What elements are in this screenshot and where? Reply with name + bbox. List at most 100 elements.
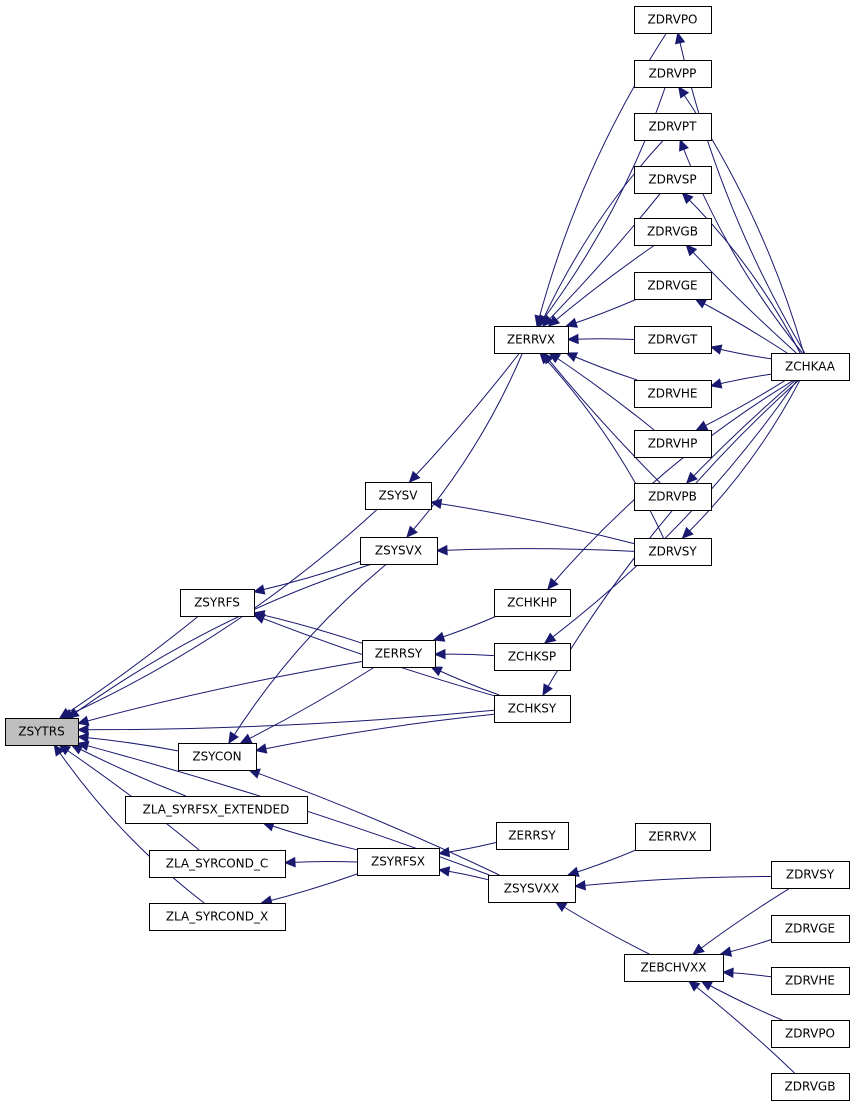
node-zla-syrcond-x[interactable]: ZLA_SYRCOND_X [149, 903, 286, 931]
arrowhead-zchkaa-to-zdrvpb [685, 471, 698, 484]
node-label: ZDRVGB [647, 225, 698, 239]
node-box [365, 482, 432, 510]
node-label: ZSYSV [379, 489, 419, 503]
node-zdrvsy2[interactable]: ZDRVSY [771, 861, 850, 889]
node-label: ZSYCON [192, 750, 241, 764]
node-box [634, 272, 712, 300]
edge-zchkaa-to-zchksp [544, 379, 798, 644]
node-zdrvpp[interactable]: ZDRVPP [634, 60, 712, 88]
arrowhead-zdrvsy-to-zerrvx [539, 352, 552, 365]
node-zsyrfs[interactable]: ZSYRFS [180, 589, 255, 617]
edge-zdrvgb-to-zerrvx [548, 244, 656, 327]
node-zsysvxx[interactable]: ZSYSVXX [488, 875, 576, 903]
arrowhead-zchkaa-to-zdrvsy [681, 526, 694, 539]
arrowhead-zchksy-to-zerrsy [430, 666, 443, 677]
edge-zchkaa-to-zchkhp [547, 379, 795, 590]
node-zerrsy[interactable]: ZERRSY [362, 640, 436, 668]
node-box [178, 743, 257, 771]
node-zebchvxx[interactable]: ZEBCHVXX [624, 954, 724, 982]
arrowhead-zchksp-to-zerrsy [433, 648, 446, 660]
edge-zsysvxx-to-zsycon [249, 769, 500, 876]
node-zdrvpb[interactable]: ZDRVPB [634, 483, 712, 511]
arrowhead-zerrvx-to-zsysvx [406, 525, 418, 538]
node-zdrvpo[interactable]: ZDRVPO [634, 6, 712, 34]
node-label: ZSYSVXX [504, 882, 559, 896]
arrowhead-zdrvge-to-zerrvx [565, 317, 579, 328]
node-label: ZCHKAA [785, 360, 836, 374]
node-zla-syrfsx-extended[interactable]: ZLA_SYRFSX_EXTENDED [125, 796, 308, 824]
node-zdrvpo2[interactable]: ZDRVPO [771, 1020, 850, 1048]
arrowhead-zdrvsy-to-zsysvx [435, 544, 448, 556]
node-label: ZCHKSY [508, 702, 557, 716]
node-label: ZDRVSY [648, 545, 697, 559]
node-zerrsy2[interactable]: ZERRSY [496, 822, 569, 850]
node-zchksp[interactable]: ZCHKSP [494, 643, 571, 671]
node-box [357, 848, 440, 876]
node-label: ZSYRFS [194, 596, 240, 610]
node-zchkaa[interactable]: ZCHKAA [771, 353, 850, 381]
node-zdrvgt[interactable]: ZDRVGT [634, 326, 712, 354]
node-zchksy[interactable]: ZCHKSY [494, 695, 571, 723]
node-label: ZDRVGE [647, 279, 697, 293]
node-zdrvhe2[interactable]: ZDRVHE [771, 967, 850, 995]
node-label: ZDRVSY [786, 868, 835, 882]
arrowhead-zdrvhe-to-zerrvx [565, 352, 579, 363]
node-label: ZDRVHE [785, 974, 835, 988]
node-box [771, 1020, 850, 1048]
arrowhead-zdrvsy2-to-zsysvxx [573, 880, 586, 891]
node-zdrvhe[interactable]: ZDRVHE [634, 380, 712, 408]
node-zdrvsp[interactable]: ZDRVSP [634, 166, 712, 194]
node-zdrvgb[interactable]: ZDRVGB [634, 218, 712, 246]
edge-zla_syrcond_c-to-zsytrs [59, 744, 200, 851]
arrowhead-zerrsy2-to-zsyrfsx [437, 846, 451, 858]
node-box [494, 643, 571, 671]
node-box [771, 1073, 850, 1101]
edge-zchkaa-to-zdrvgb [685, 244, 797, 354]
arrowhead-zdrvgt-to-zerrvx [566, 333, 579, 345]
edge-zchkaa-to-zdrvpb [686, 379, 797, 484]
node-box [634, 538, 712, 566]
node-zdrvge2[interactable]: ZDRVGE [771, 915, 850, 943]
arrowhead-zsysvxx-to-zsytrs [76, 740, 90, 751]
edge-zsyrfs-to-zsytrs [59, 615, 199, 719]
node-box [634, 166, 712, 194]
edge-zsyrfsx-to-zla_syrcond_x [261, 873, 358, 904]
node-label: ZDRVGT [648, 333, 698, 347]
edge-zsysvx-to-zsytrs [67, 563, 373, 719]
edge-zdrvsy-to-zsysvx [436, 548, 635, 552]
edge-zsysv-to-zsytrs [61, 508, 378, 719]
node-zdrvgb2[interactable]: ZDRVGB [771, 1073, 850, 1101]
arrowhead-zdrvpo2-to-zebchvxx [700, 980, 714, 991]
node-zerrvx[interactable]: ZERRVX [494, 326, 569, 354]
edges-layer [53, 31, 806, 1074]
arrowhead-zsysvx-to-zsycon [228, 731, 239, 745]
edge-zchksy-to-zsycon [255, 713, 495, 752]
node-box [5, 718, 79, 746]
node-zsycon[interactable]: ZSYCON [178, 743, 257, 771]
arrowhead-zchkaa-to-zdrvhe [709, 378, 723, 389]
node-zdrvsy[interactable]: ZDRVSY [634, 538, 712, 566]
node-zdrvhp[interactable]: ZDRVHP [634, 430, 712, 458]
edge-zdrvsy2-to-zsysvxx [574, 876, 772, 887]
arrowhead-zchkaa-to-zdrvpt [679, 138, 689, 152]
node-zsyrfsx[interactable]: ZSYRFSX [357, 848, 440, 876]
arrowhead-zdrvge2-to-zebchvxx [719, 946, 733, 957]
node-label: ZSYSVX [375, 544, 422, 558]
arrowhead-zdrvgb-to-zerrvx [547, 315, 561, 327]
node-zerrvx2[interactable]: ZERRVX [635, 823, 711, 851]
node-label: ZCHKHP [507, 596, 557, 610]
arrowhead-zsyrfsx-to-zla_syrcond_c [283, 856, 296, 868]
node-zla-syrcond-c[interactable]: ZLA_SYRCOND_C [149, 850, 286, 878]
node-label: ZDRVSP [648, 173, 696, 187]
arrowhead-zdrvsy2-to-zebchvxx [692, 943, 705, 955]
node-zsysv[interactable]: ZSYSV [365, 482, 432, 510]
node-zchkhp[interactable]: ZCHKHP [494, 589, 571, 617]
edge-zsyrfsx-to-zla_syrcond_c [284, 860, 358, 864]
node-box [496, 822, 569, 850]
node-box [634, 326, 712, 354]
arrowhead-zchksy-to-zsyrfs [252, 613, 266, 624]
node-zdrvpt[interactable]: ZDRVPT [634, 113, 712, 141]
node-label: ZDRVGB [785, 1080, 836, 1094]
node-zsysvx[interactable]: ZSYSVX [360, 537, 438, 565]
node-zdrvge[interactable]: ZDRVGE [634, 272, 712, 300]
